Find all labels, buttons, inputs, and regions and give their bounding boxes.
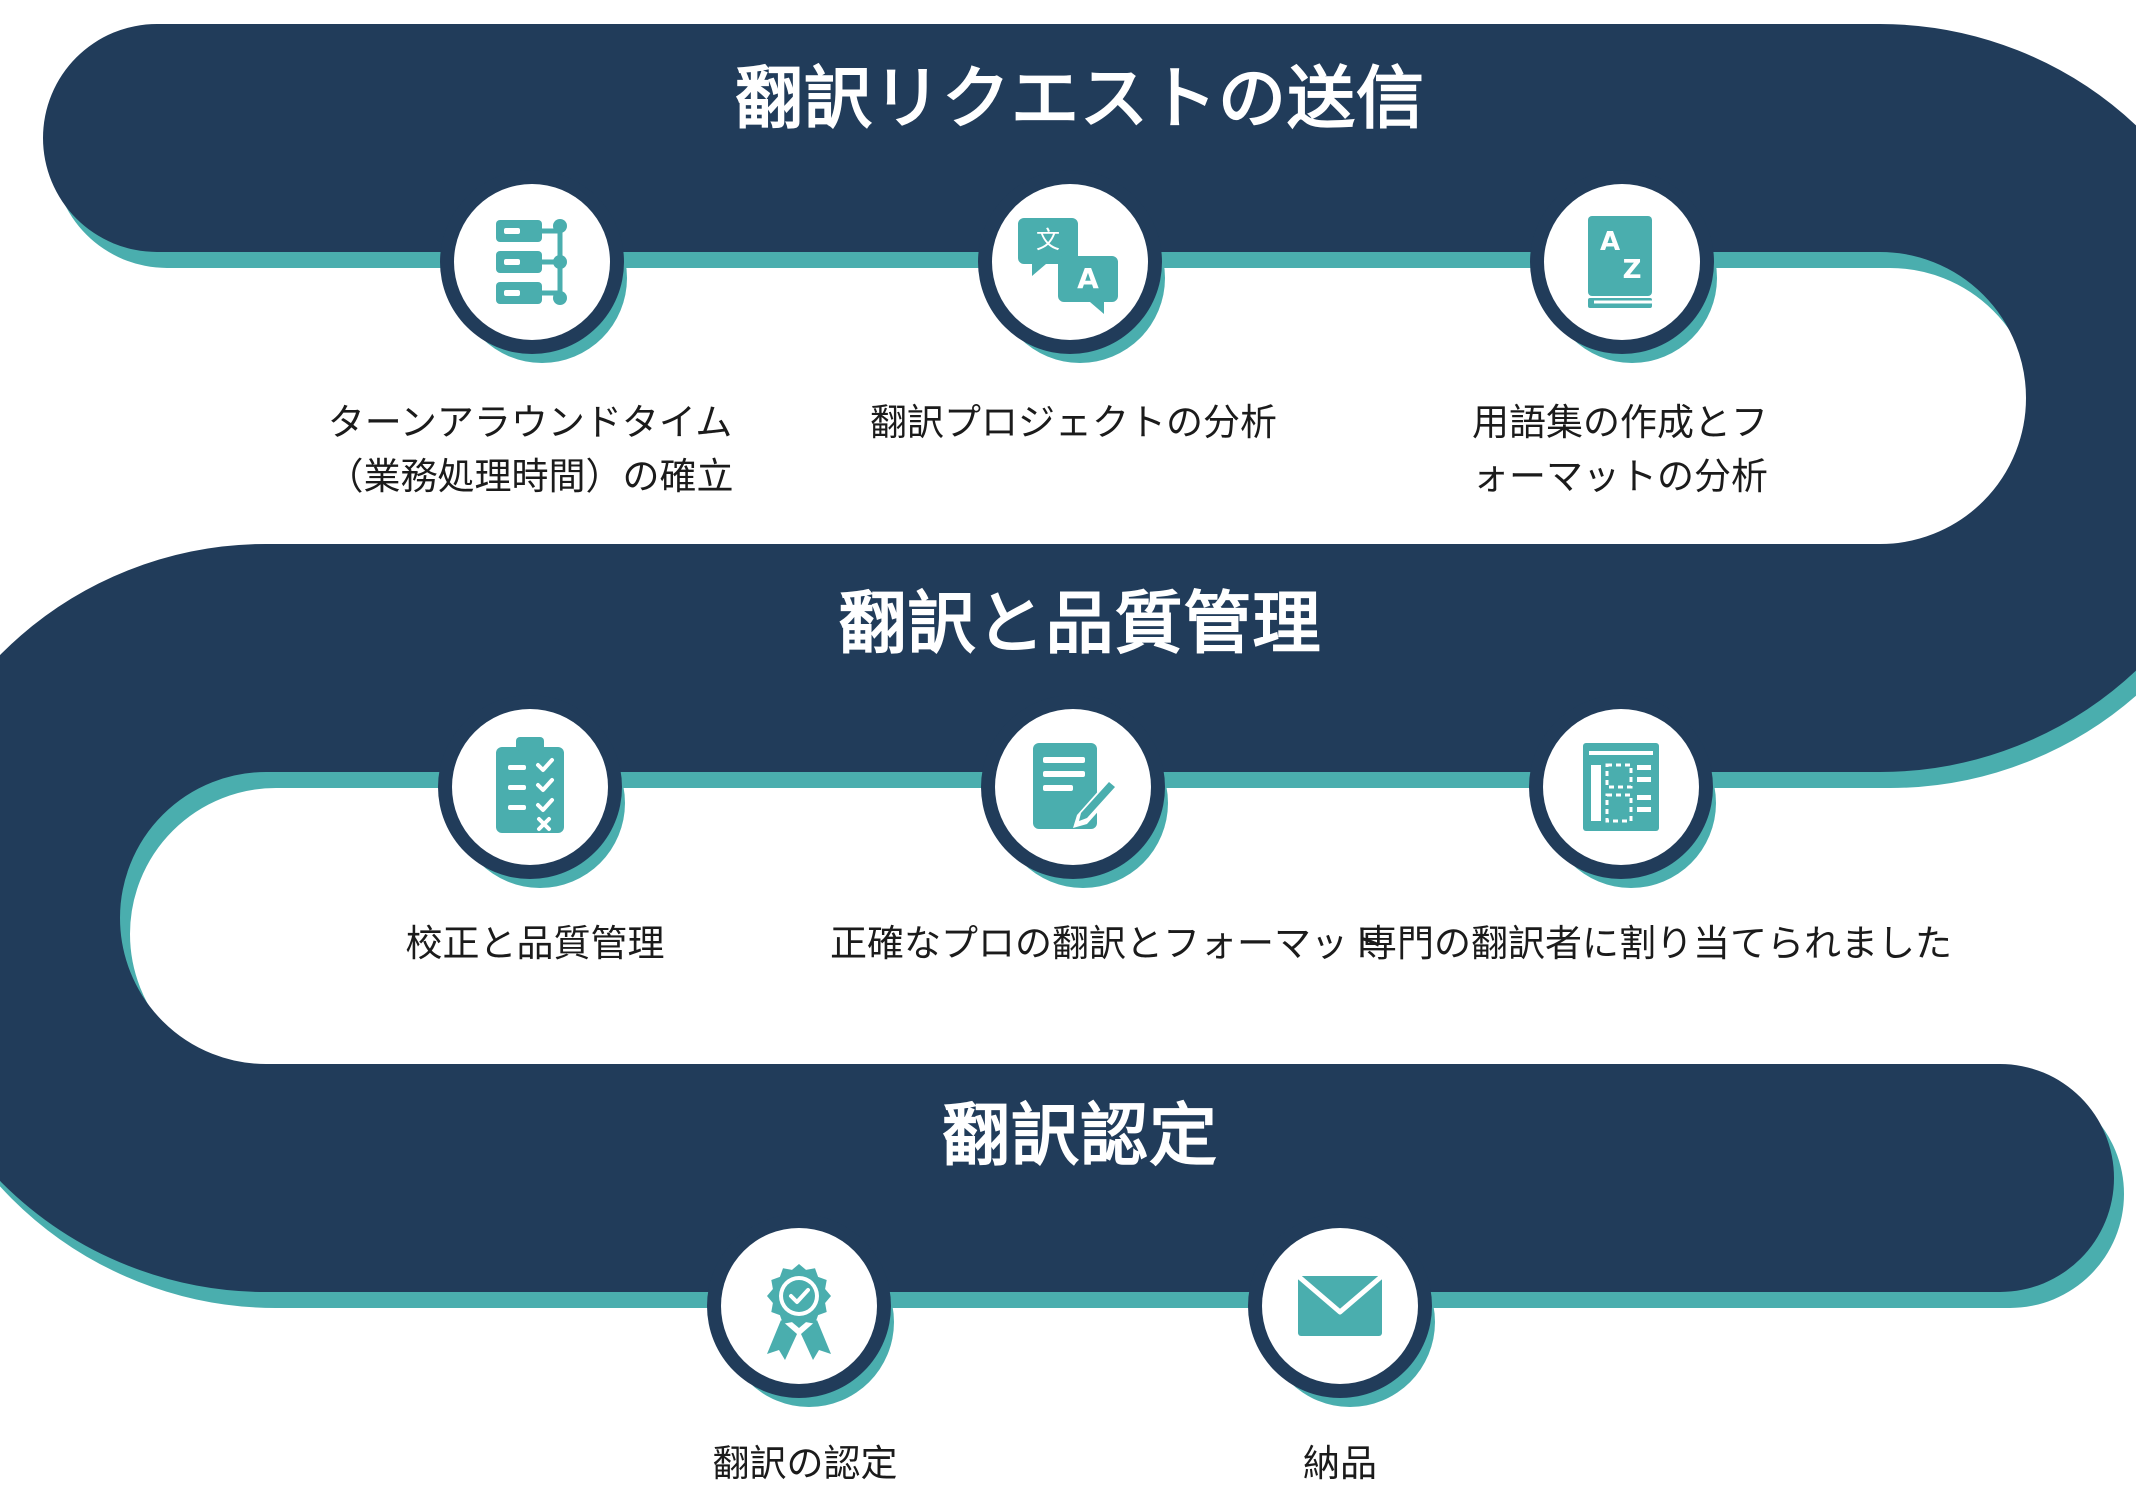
step-label-glossary: 用語集の作成とフ ォーマットの分析 — [1472, 401, 1768, 498]
az-glossary-book-icon: A Z — [1588, 216, 1652, 308]
envelope-icon — [1296, 1274, 1384, 1336]
step-label-proofreading: 校正と品質管理 — [405, 922, 665, 965]
svg-text:A: A — [1077, 262, 1099, 295]
road — [0, 24, 2136, 1292]
step-label-project-analysis: 翻訳プロジェクトの分析 — [870, 401, 1277, 444]
phase-title-request: 翻訳リクエストの送信 — [734, 60, 1425, 139]
step-node-assignment — [1529, 695, 1716, 888]
step-label-translation: 正確なプロの翻訳とフォーマット — [830, 922, 1385, 965]
step-label-certification: 翻訳の認定 — [712, 1442, 898, 1485]
checklist-clipboard-icon — [496, 737, 564, 833]
step-node-translation — [981, 695, 1168, 888]
step-node-turnaround — [440, 170, 627, 363]
step-node-proofreading — [438, 695, 625, 888]
step-label-delivery: 納品 — [1303, 1442, 1377, 1485]
road-band — [0, 24, 2136, 1292]
step-node-glossary: A Z — [1530, 170, 1717, 363]
step-node-project-analysis: 文 A — [978, 170, 1165, 363]
phase-title-certification: 翻訳認定 — [941, 1097, 1218, 1176]
certificate-badge-icon — [767, 1264, 831, 1360]
layout-assignment-icon — [1583, 743, 1659, 831]
step-node-certification — [707, 1214, 894, 1407]
step-label-turnaround: ターンアラウンドタイム （業務処理時間）の確立 — [326, 401, 734, 498]
step-label-assignment: 専門の翻訳者に割り当てられました — [1360, 922, 1952, 965]
translate-bubbles-icon: 文 A — [1018, 218, 1118, 314]
svg-text:文: 文 — [1036, 226, 1060, 254]
svg-text:A: A — [1600, 227, 1620, 257]
step-node-delivery — [1248, 1214, 1435, 1407]
server-tree-icon — [496, 219, 567, 305]
svg-text:Z: Z — [1623, 255, 1642, 285]
phase-title-translation-qa: 翻訳と品質管理 — [838, 585, 1322, 664]
document-edit-icon — [1033, 743, 1119, 829]
